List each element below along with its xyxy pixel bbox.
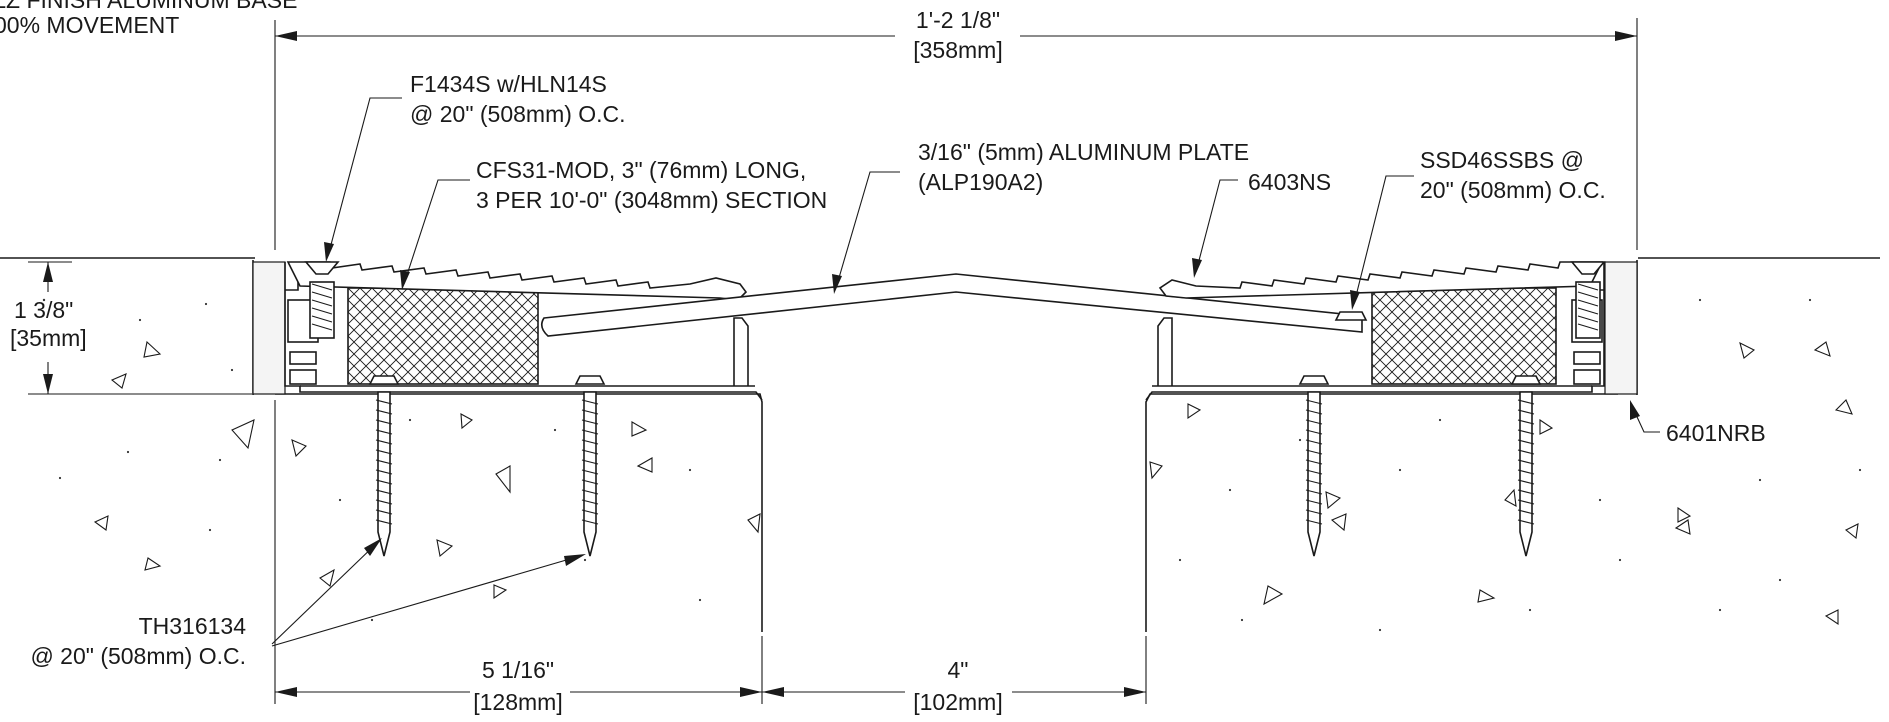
callout-fastener-line2: @ 20" (508mm) O.C.: [410, 101, 626, 127]
base-extrusion-left: [284, 262, 763, 401]
fastener-left: [304, 261, 340, 339]
dim-height-metric: [35mm]: [10, 325, 87, 351]
setting-bed-left: [252, 261, 286, 395]
callout-anchor-line1: TH316134: [139, 613, 247, 639]
callout-cfs-line2: 3 PER 10'-0" (3048mm) SECTION: [476, 187, 827, 213]
plate-screw-right: [1334, 311, 1368, 321]
aluminum-plate: [540, 273, 1363, 337]
callout-leaders: [271, 97, 1660, 647]
dim-height-imperial: 1 3/8": [14, 297, 73, 323]
dimension-height: [28, 261, 252, 395]
dim-left-metric: [128mm]: [473, 689, 562, 715]
nosing-cover-right: [1158, 261, 1604, 299]
setting-bed-right: [1604, 261, 1638, 395]
callout-base-line1: 6401NRB: [1666, 420, 1766, 446]
dimension-left-width: [274, 400, 763, 704]
header-line-1: ZZ FINISH ALUMINUM BASE: [0, 0, 297, 13]
dim-left-imperial: 5 1/16": [482, 657, 554, 683]
filler-block-right: [1371, 287, 1557, 385]
anchor-screws: [368, 375, 1542, 557]
callout-plate-line1: 3/16" (5mm) ALUMINUM PLATE: [918, 139, 1249, 165]
dim-gap-imperial: 4": [948, 657, 969, 683]
concrete-speckle: [42, 298, 1862, 632]
filler-block-left: [347, 287, 539, 385]
dimension-joint-gap: [762, 636, 1147, 704]
callout-fastener-line1: F1434S w/HLN14S: [410, 71, 607, 97]
dimension-overall-width: [274, 18, 1638, 250]
callout-nosing-line1: 6403NS: [1248, 169, 1331, 195]
dim-overall-metric: [358mm]: [913, 37, 1002, 63]
callout-anchor-line2: @ 20" (508mm) O.C.: [30, 643, 246, 669]
fastener-right: [1570, 261, 1606, 339]
dim-overall-imperial: 1'-2 1/8": [916, 7, 1000, 33]
concrete-aggregate: [93, 340, 1859, 626]
header-line-2: 00% MOVEMENT: [0, 12, 179, 38]
callout-screw-line2: 20" (508mm) O.C.: [1420, 177, 1606, 203]
callout-cfs-line1: CFS31-MOD, 3" (76mm) LONG,: [476, 157, 806, 183]
callout-plate-line2: (ALP190A2): [918, 169, 1043, 195]
callout-screw-line1: SSD46SSBS @: [1420, 147, 1584, 173]
dim-gap-metric: [102mm]: [913, 689, 1002, 715]
